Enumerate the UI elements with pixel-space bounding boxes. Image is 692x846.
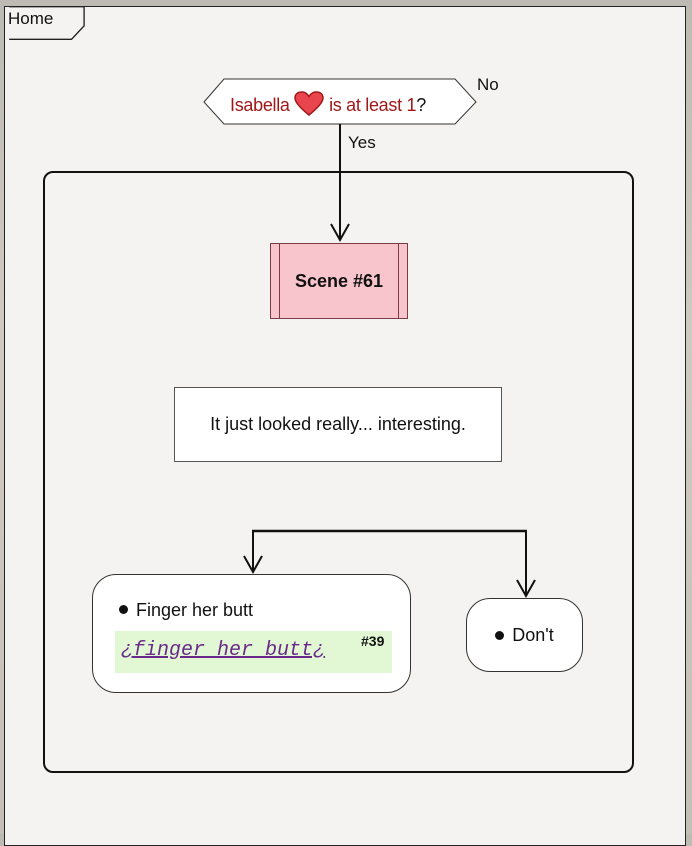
yes-label: Yes	[348, 133, 376, 152]
scene-label: Scene #61	[294, 270, 384, 291]
choice-2-text: Don't	[512, 624, 554, 645]
bullet-icon	[119, 605, 128, 614]
condition-predicate: is at least 1	[329, 95, 417, 115]
code-ref-number: #39	[361, 633, 385, 649]
choice-finger-her-butt[interactable]: Finger her butt ¿finger her butt¿ #39	[92, 574, 411, 693]
arrowhead-1	[243, 555, 263, 575]
code-link[interactable]: ¿finger her butt¿	[121, 639, 326, 662]
note-text: It just looked really... interesting.	[210, 414, 466, 434]
decision-condition: Isabella is at least 1?	[230, 91, 426, 117]
dialogue-note: It just looked really... interesting.	[174, 387, 502, 462]
choice-dont[interactable]: Don't	[466, 598, 583, 672]
frame-tab	[9, 6, 85, 40]
condition-subject: Isabella	[230, 95, 290, 115]
scene-node[interactable]: Scene #61	[270, 243, 408, 319]
choice-1-text: Finger her butt	[136, 600, 254, 620]
choice-label: Finger her butt	[119, 600, 253, 621]
no-label: No	[477, 75, 499, 94]
condition-question-mark: ?	[416, 95, 426, 115]
heart-icon	[294, 91, 325, 117]
bullet-icon	[495, 630, 505, 640]
code-reference: ¿finger her butt¿ #39	[115, 631, 392, 673]
frame-title: Home	[8, 9, 54, 28]
arrowhead-2	[516, 579, 536, 599]
decision-shape	[203, 78, 477, 125]
arrowhead-scene-inner	[330, 223, 350, 243]
